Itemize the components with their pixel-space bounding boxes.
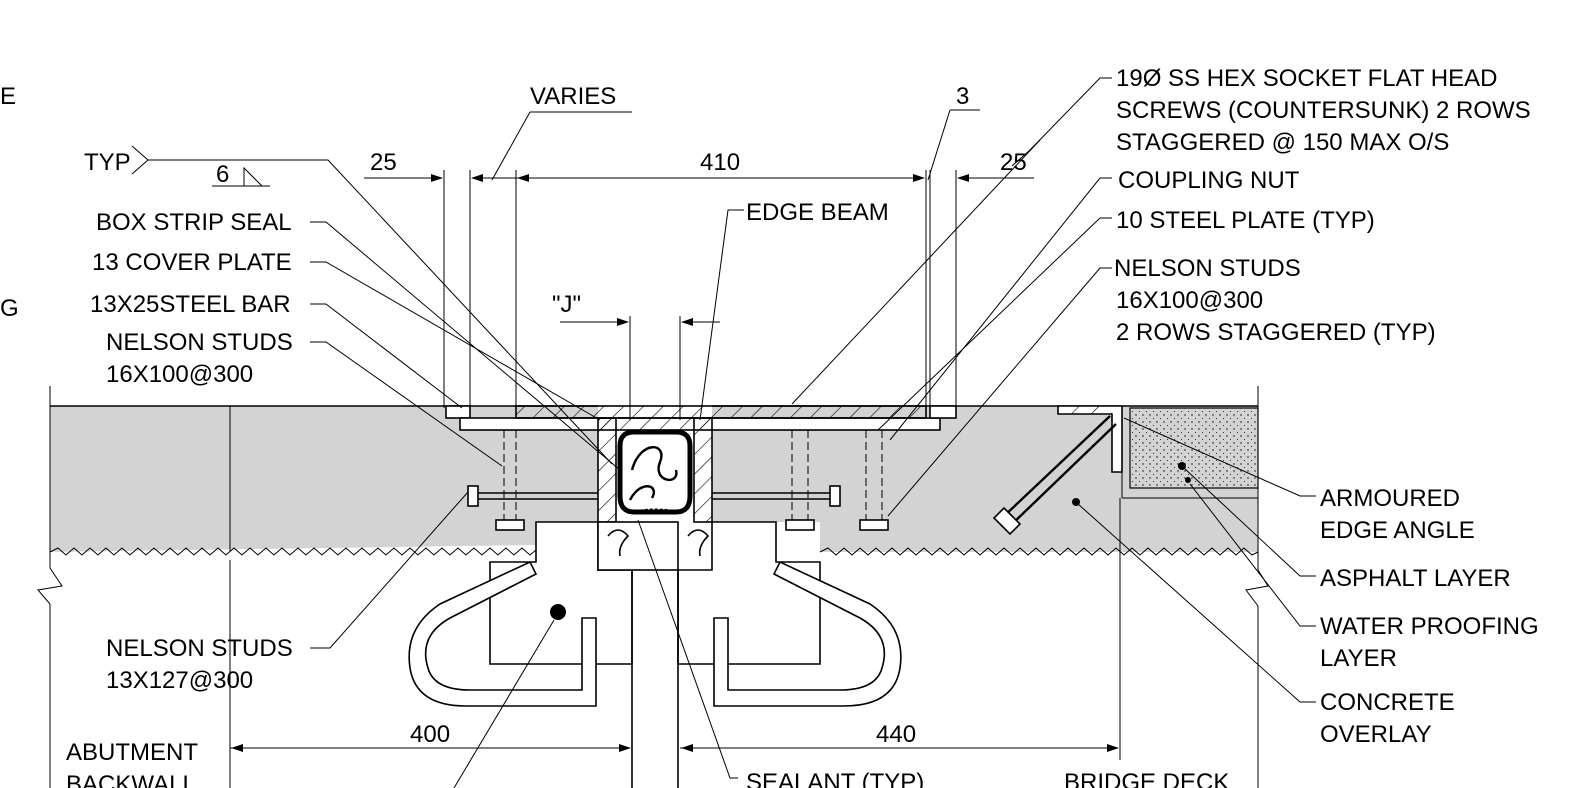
screws-label-3: STAGGERED @ 150 MAX O/S [1116,129,1449,156]
abutment-label-2: BACKWALL [66,771,196,788]
abutment-label-1: ABUTMENT [66,739,198,766]
screws-label-1: 19Ø SS HEX SOCKET FLAT HEAD [1116,65,1497,92]
steel-bar-label: 13X25STEEL BAR [90,291,291,318]
nelson-studs-left-label-2: 16X100@300 [106,361,253,388]
dim-400-label: 400 [410,721,450,748]
anchor-loop-right [713,560,902,707]
edge-beam-right [693,417,713,523]
nelson-studs-right-label-1: NELSON STUDS [1114,255,1301,282]
concrete-left-abutment [50,405,598,552]
anchor-loop-left [408,560,597,707]
dim-25-right-label: 25 [1000,149,1027,176]
typ-label: TYP [84,149,131,176]
j-dimension [560,316,720,420]
left-edge-top-text: E [0,83,16,110]
box-strip-seal [617,429,693,515]
varies-label: VARIES [530,83,616,110]
waterproof-dot [1185,477,1191,483]
dim-three-label: 3 [956,83,969,110]
bridge-deck-label: BRIDGE DECK [1064,769,1229,788]
nelson-studs-right-label-2: 16X100@300 [1116,287,1263,314]
nelson-studs-left-label-1: NELSON STUDS [106,329,293,356]
vertical-studs [495,430,889,531]
edge-beam-label: EDGE BEAM [746,199,889,226]
screws-label-2: SCREWS (COUNTERSUNK) 2 ROWS [1116,97,1531,124]
nelson-studs-right-label-3: 2 ROWS STAGGERED (TYP) [1116,319,1436,346]
section-limit-lines [37,386,1269,788]
j-label: "J" [552,291,581,318]
box-strip-seal-label: BOX STRIP SEAL [96,209,292,236]
sealant-label: SEALANT (TYP) [746,769,924,788]
break-line-right [819,547,1259,556]
nelson-studs-low-label-2: 13X127@300 [106,667,253,694]
break-line-left [49,547,537,556]
weld-size-label: 6 [216,161,229,188]
waterproofing-label-1: WATER PROOFING [1320,613,1539,640]
armoured-label-2: EDGE ANGLE [1320,517,1475,544]
armoured-label-1: ARMOURED [1320,485,1460,512]
concrete-label-1: CONCRETE [1320,689,1455,716]
top-dimensions [364,170,1034,408]
dim-25-left-label: 25 [370,149,397,176]
reference-dot [550,604,566,620]
leader-lines [148,77,1316,788]
edge-beam-left [597,417,617,523]
nelson-studs-low-label-1: NELSON STUDS [106,635,293,662]
left-edge-mid-text: G [0,295,19,322]
asphalt-label: ASPHALT LAYER [1320,565,1511,592]
coupling-nut-label: COUPLING NUT [1118,167,1300,194]
armoured-edge-angle [992,405,1123,536]
dim-410-label: 410 [700,149,740,176]
cover-plate-label: 13 COVER PLATE [92,249,292,276]
concrete-label-2: OVERLAY [1320,721,1432,748]
asphalt-layer [1129,407,1259,489]
dim-440-label: 440 [876,721,916,748]
weld-symbol [131,145,270,187]
waterproofing-label-2: LAYER [1320,645,1397,672]
nelson-stud-left-horizontal [467,485,598,507]
steel-plate-label: 10 STEEL PLATE (TYP) [1116,207,1375,234]
nelson-stud-right-horizontal [712,485,841,507]
